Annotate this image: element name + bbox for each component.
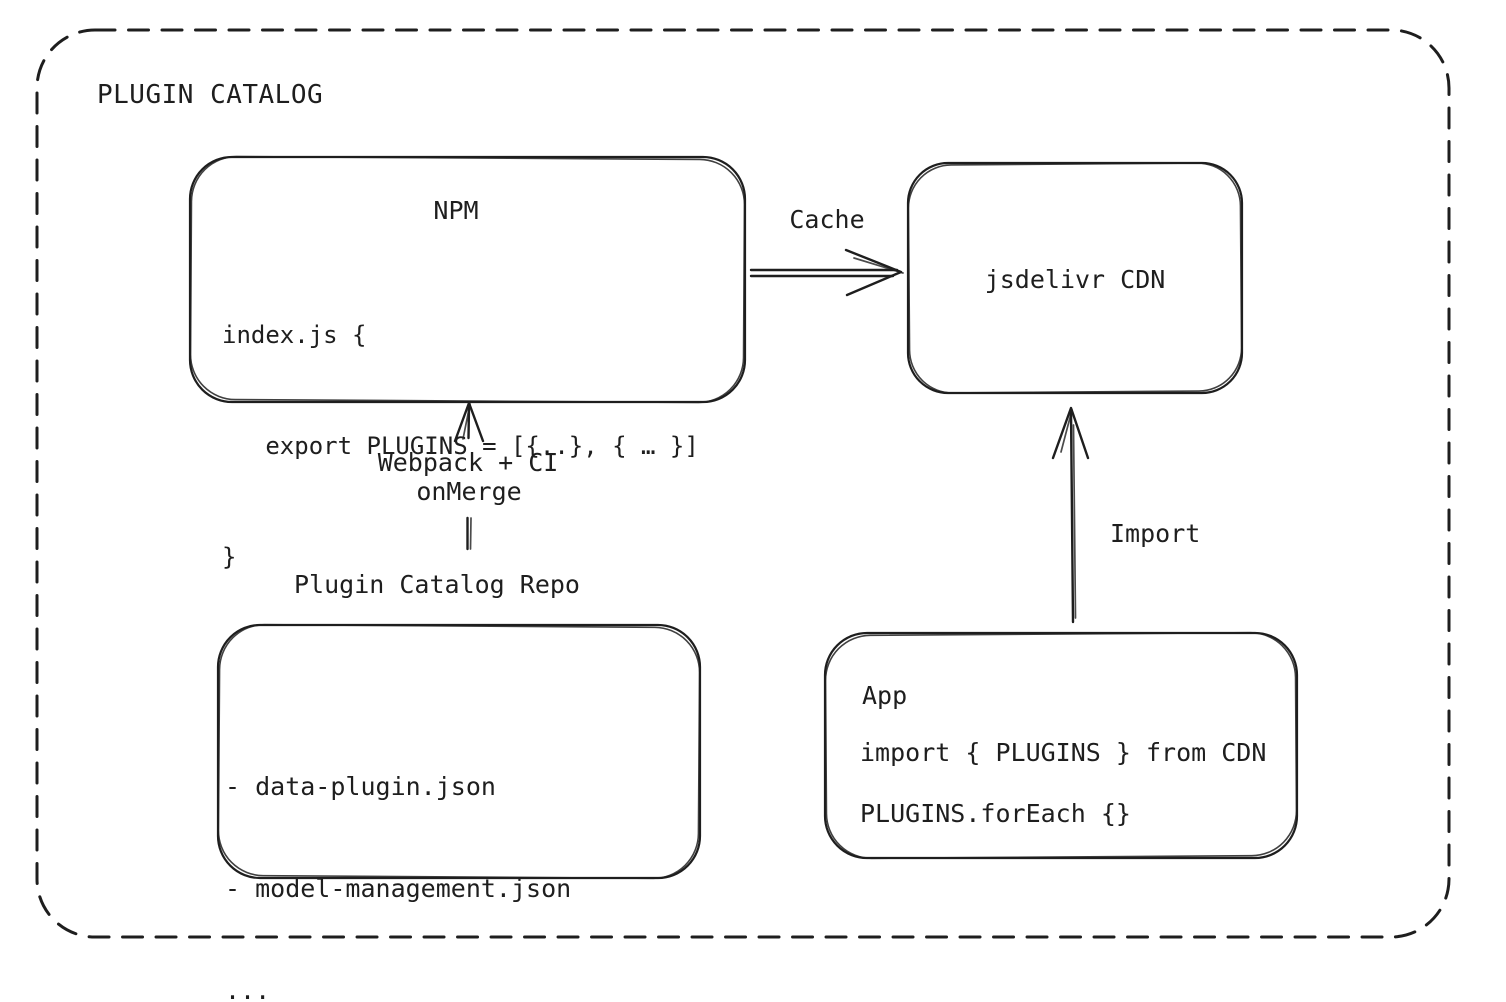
npm-code-line-1: index.js { [222, 321, 367, 349]
app-box [823, 631, 1299, 860]
npm-box [188, 155, 747, 404]
repo-file-ellipsis: ... [225, 976, 271, 1002]
cdn-box [906, 161, 1244, 395]
app-box-sketch-stroke [824, 631, 1298, 860]
cdn-box-sketch-stroke [907, 162, 1243, 394]
catalog-boundary-border [35, 28, 1451, 939]
cache-arrow [749, 248, 904, 297]
cdn-box-label: jsdelivr CDN [984, 265, 1166, 294]
repo-file-item: - data-plugin.json [225, 772, 496, 801]
build-arrow [453, 401, 485, 551]
build-arrow-label-line1: Webpack + CI [377, 448, 559, 477]
npm-code-block: index.js { export PLUGINS = [{..}, { … }… [222, 243, 699, 650]
repo-file-list: - data-plugin.json - model-management.js… [225, 702, 571, 1002]
app-box-title: App [862, 681, 908, 710]
repo-box-sketch-stroke [217, 623, 701, 880]
npm-code-line-3: } [222, 543, 237, 571]
import-arrow [1051, 406, 1090, 624]
npm-box-sketch-stroke [189, 155, 746, 404]
import-arrow-label: Import [1110, 519, 1201, 548]
npm-code-line-2: export PLUGINS = [{..}, { … }] [222, 432, 699, 460]
app-code-line-1: import { PLUGINS } from CDN [860, 738, 1267, 767]
repo-box [216, 623, 702, 880]
npm-box-title: NPM [433, 196, 479, 225]
repo-file-item: - model-management.json [225, 874, 572, 903]
diagram-title: PLUGIN CATALOG [97, 80, 324, 110]
app-code-line-2: PLUGINS.forEach {} [860, 799, 1131, 828]
build-arrow-label-line2: onMerge [416, 477, 522, 506]
cache-arrow-label: Cache [789, 205, 865, 234]
repo-box-label: Plugin Catalog Repo [294, 570, 580, 599]
